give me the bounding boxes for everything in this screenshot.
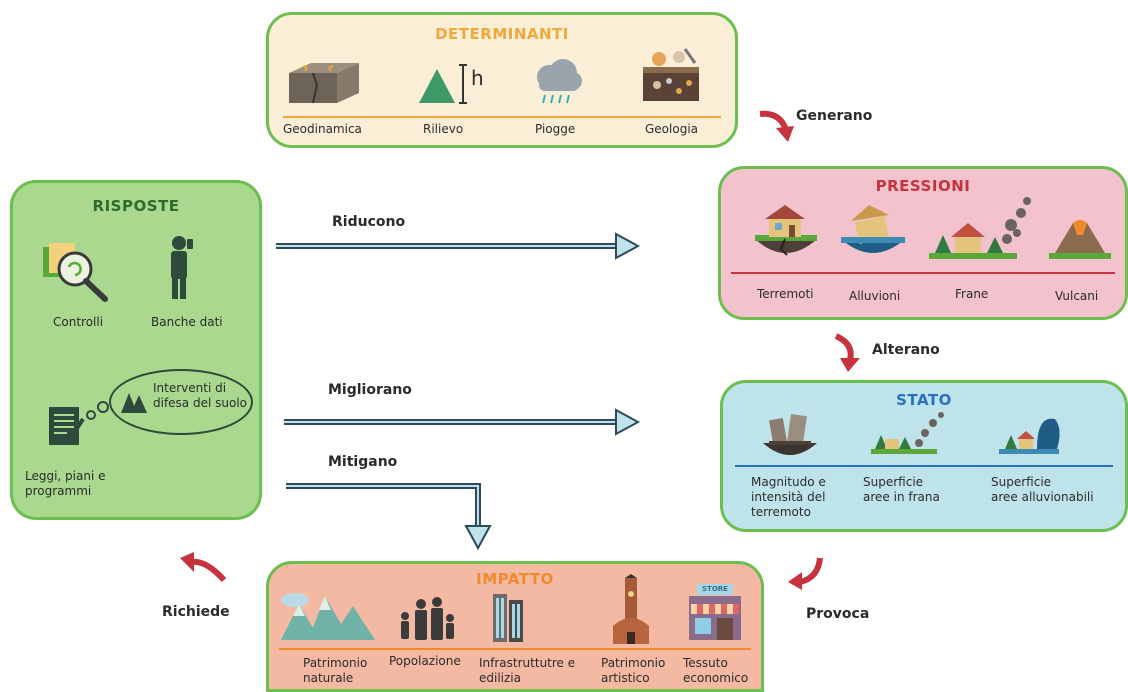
determinanti-item-geologia: Geologia (645, 122, 699, 136)
stato-item-alluvionabili: Superficie aree alluvionabili (991, 475, 1094, 504)
risposte-item-banche-dati: Banche dati (151, 315, 223, 329)
risposte-bubble-label: Interventi di difesa del suolo (153, 381, 248, 410)
landslide-icon (929, 197, 1031, 259)
determinanti-item-geodinamica: Geodinamica (283, 122, 362, 136)
store-icon (689, 596, 741, 640)
provoca-arrow (788, 557, 823, 590)
impatto-title: IMPATTO (476, 570, 554, 588)
risposte-item-leggi: Leggi, piani e programmi (25, 469, 106, 498)
richiede-arrow (180, 552, 227, 583)
volcano-icon (1049, 220, 1111, 259)
pressioni-item-alluvioni: Alluvioni (849, 289, 901, 303)
generano-arrow (759, 110, 794, 142)
flood-area-icon (999, 418, 1060, 454)
alterano-label: Alterano (872, 342, 940, 358)
church-tower-icon (613, 574, 649, 644)
geologia-icon (643, 48, 699, 101)
mitigano-arrow (286, 483, 492, 551)
risposte-box: RISPOSTE Controlli Banche dati Intervent… (10, 180, 262, 520)
provoca-label: Provoca (806, 606, 870, 622)
store-sign: STORE (697, 584, 733, 595)
alterano-arrow (834, 333, 860, 372)
impatto-item-popolazione: Popolazione (389, 654, 461, 668)
risposte-title: RISPOSTE (92, 197, 180, 215)
interventi-bubble (109, 369, 253, 435)
riducono-arrow (276, 232, 641, 260)
determinanti-divider (283, 116, 721, 118)
migliorano-arrow (284, 408, 641, 436)
pressioni-item-vulcani: Vulcani (1055, 289, 1099, 303)
impatto-divider (279, 648, 751, 650)
stato-item-magnitudo: Magnitudo e intensità del terremoto (751, 475, 826, 519)
collapsed-building-icon (763, 414, 817, 455)
earthquake-house-icon (755, 205, 817, 256)
impatto-item-infrastrutture: Infrastruttutre e edilizia (479, 656, 576, 685)
risposte-item-controlli: Controlli (53, 315, 104, 329)
riducono-label: Riducono (332, 214, 406, 230)
determinanti-box: DETERMINANTI h Geodinamica Ri (266, 12, 738, 148)
generano-label: Generano (796, 108, 873, 124)
mountains-icon (281, 593, 375, 640)
geodinamica-icon (289, 63, 359, 104)
impatto-item-naturale: Patrimonio naturale (303, 656, 368, 685)
stato-divider (735, 465, 1113, 467)
richiede-label: Richiede (162, 604, 230, 620)
stato-item-frana: Superficie aree in frana (863, 475, 940, 504)
impatto-item-artistico: Patrimonio artistico (601, 656, 666, 685)
magnifier-recycle-icon (43, 243, 108, 302)
determinanti-title: DETERMINANTI (435, 25, 569, 43)
pressioni-title: PRESSIONI (875, 177, 971, 195)
pressioni-box: PRESSIONI Terremoti Alluvioni Frane Vulc… (718, 166, 1128, 320)
migliorano-label: Migliorano (328, 382, 412, 398)
landslide-area-icon (871, 412, 944, 454)
determinanti-item-rilievo: Rilievo (423, 122, 464, 136)
rain-cloud-icon (537, 59, 582, 104)
population-icon (401, 597, 454, 640)
trees-icon (121, 393, 147, 413)
determinanti-item-piogge: Piogge (535, 122, 576, 136)
document-pencil-icon (49, 401, 109, 445)
stato-box: STATO Magnitudo e intensità del terremot… (720, 380, 1128, 532)
pressioni-divider (731, 272, 1115, 274)
impatto-item-economico: Tessuto economico (683, 656, 749, 685)
impatto-box: IMPATTO STORE Patrimonio (266, 561, 764, 692)
buildings-icon (493, 594, 523, 642)
flood-house-icon (841, 205, 905, 253)
person-phone-icon (171, 236, 193, 299)
pressioni-item-terremoti: Terremoti (757, 287, 814, 301)
rilievo-h-symbol: h (471, 66, 484, 90)
stato-title: STATO (896, 391, 952, 409)
rilievo-icon (419, 64, 467, 104)
pressioni-item-frane: Frane (955, 287, 989, 301)
mitigano-label: Mitigano (328, 454, 398, 470)
